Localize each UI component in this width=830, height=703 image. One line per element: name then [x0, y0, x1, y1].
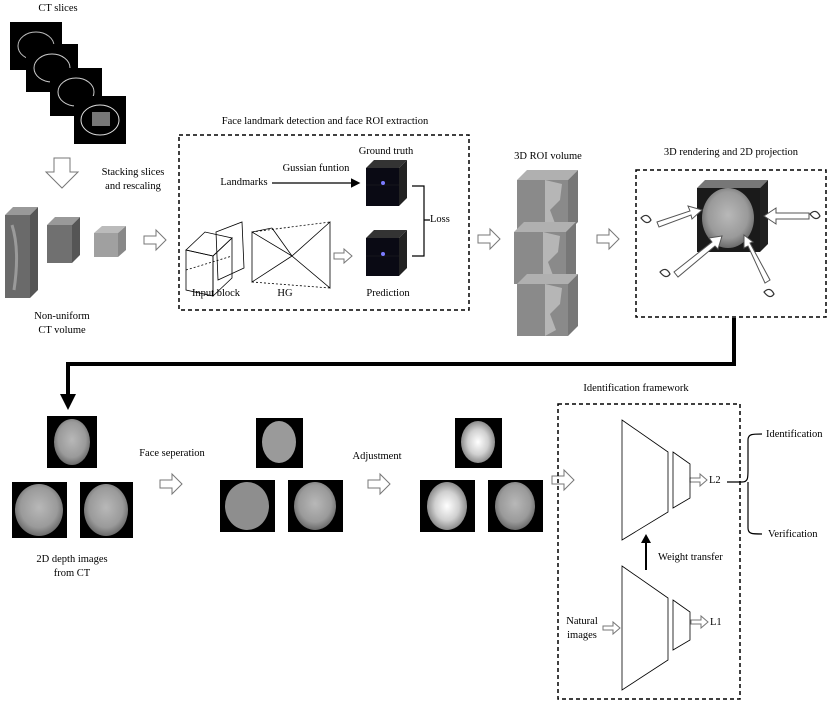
ct-slices-label: CT slices: [38, 3, 78, 14]
ground-truth-label: Ground truth: [358, 146, 414, 157]
identification-box: [557, 403, 741, 700]
separated-faces: [220, 418, 343, 532]
prediction-label: Prediction: [366, 288, 410, 299]
down-hollow-arrow: [44, 157, 80, 189]
adjustment-label: Adjustment: [352, 451, 402, 462]
hg-shape: [251, 221, 331, 289]
network-shapes: [621, 419, 691, 691]
prediction-cube: [366, 230, 407, 276]
roi-volume-stack: [514, 170, 578, 336]
hollow-arrows: [143, 227, 709, 636]
natural-images-label-1: Natural: [566, 616, 598, 627]
nonuniform-label-1: Non-uniform: [34, 311, 90, 322]
face-separation-label: Face seperation: [139, 448, 205, 459]
depth-images-ct: [12, 416, 133, 538]
l1-label: L1: [710, 617, 722, 628]
rendering-cube: [697, 180, 768, 252]
camera-arrows: [656, 205, 810, 284]
input-block-label: Input block: [191, 288, 241, 299]
verification-label: Verification: [768, 529, 818, 540]
depth-images-label-2: from CT: [53, 568, 91, 579]
input-block-shape: [185, 221, 245, 297]
identification-framework-title: Identification framework: [583, 383, 689, 394]
gaussian-label: Gussian funtion: [282, 163, 350, 174]
loss-bracket: [412, 185, 430, 257]
landmarks-label: Landmarks: [220, 177, 268, 188]
adjusted-faces: [420, 418, 543, 532]
nonuniform-label-2: CT volume: [38, 325, 86, 336]
stacking-label-2: and rescaling: [105, 181, 161, 192]
depth-images-label-1: 2D depth images: [36, 554, 108, 565]
camera-icons: [640, 210, 821, 298]
loss-label: Loss: [430, 214, 450, 225]
weight-transfer-label: Weight transfer: [658, 552, 723, 563]
hg-label: HG: [277, 288, 293, 299]
identification-label: Identification: [766, 429, 823, 440]
l2-label: L2: [709, 475, 721, 486]
rendering-title: 3D rendering and 2D projection: [663, 147, 799, 158]
landmark-title: Face landmark detection and face ROI ext…: [221, 116, 429, 127]
rendering-box: [635, 169, 827, 318]
natural-images-label-2: images: [567, 630, 597, 641]
landmark-detection-box: [178, 134, 470, 311]
ct-volume-cubes: [5, 207, 126, 298]
ground-truth-cube: [366, 160, 407, 206]
output-bracket: [727, 433, 763, 535]
ct-slice-stack: [10, 22, 126, 144]
connector-arrow: [66, 318, 736, 396]
stacking-label-1: Stacking slices: [101, 167, 165, 178]
roi-volume-label: 3D ROI volume: [514, 151, 582, 162]
